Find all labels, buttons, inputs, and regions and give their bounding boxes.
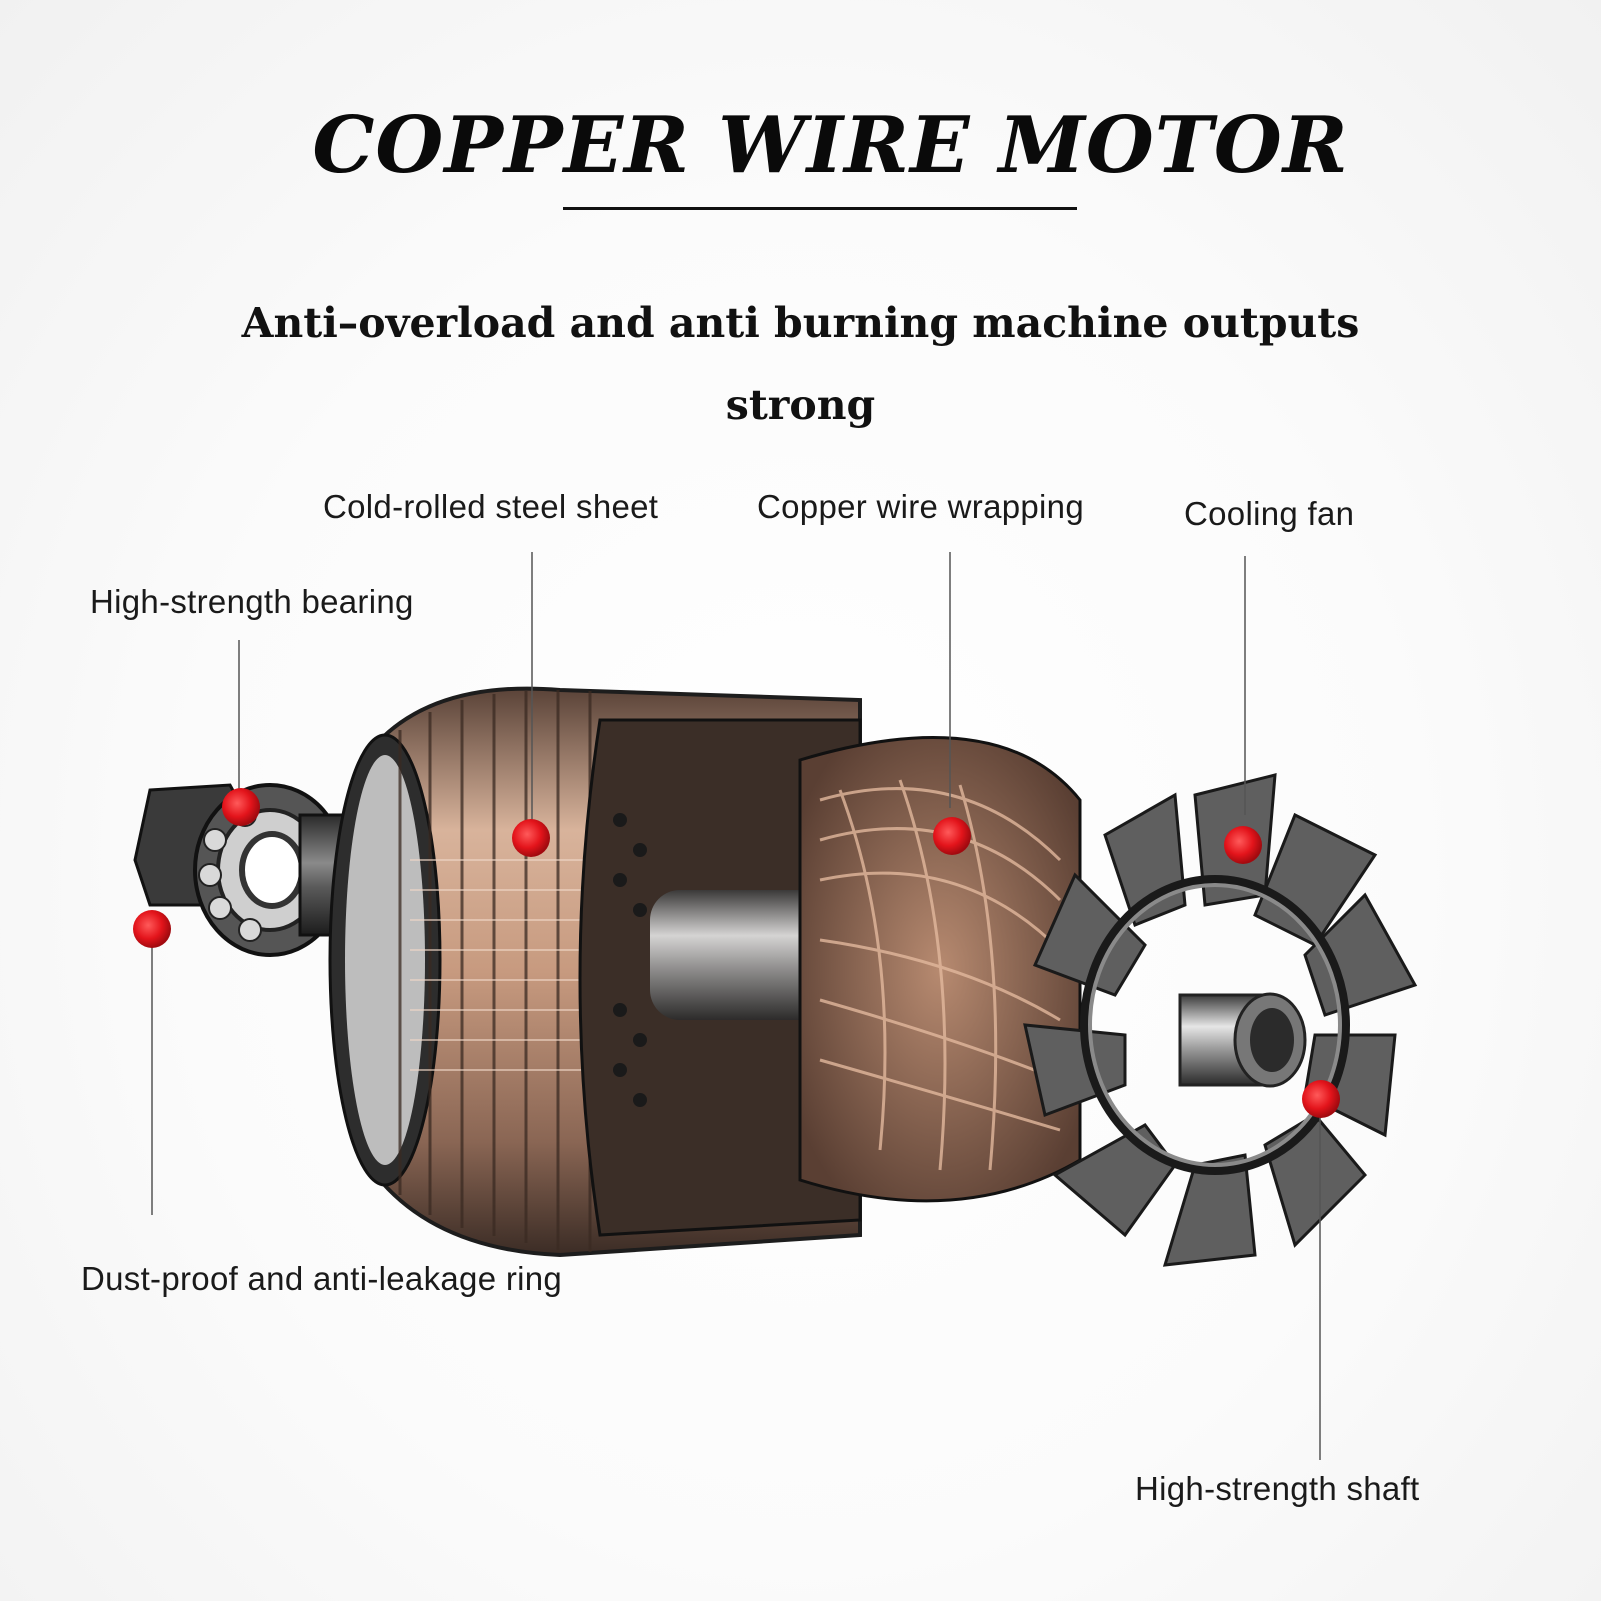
label-dust-proof-ring: Dust-proof and anti-leakage ring: [81, 1260, 563, 1297]
label-high-strength-shaft: High-strength shaft: [1135, 1470, 1420, 1507]
page-title: COPPER WIRE MOTOR: [312, 100, 1349, 191]
copper-windings: [798, 736, 1082, 1203]
marker-dust-ring: [133, 910, 171, 948]
page-subtitle: Anti–overload and anti burning machine o…: [241, 299, 1360, 429]
title-underline: [563, 207, 1077, 210]
marker-cold-rolled: [512, 819, 550, 857]
label-cold-rolled-steel-sheet: Cold-rolled steel sheet: [323, 488, 659, 525]
label-copper-wire-wrapping: Copper wire wrapping: [757, 488, 1084, 525]
leader-lines: [151, 552, 1321, 1460]
marker-bearing: [222, 788, 260, 826]
label-cooling-fan: Cooling fan: [1184, 495, 1355, 532]
callout-markers: [133, 788, 1340, 1118]
marker-copper-wire: [933, 817, 971, 855]
motor-shaft: [1178, 992, 1307, 1088]
marker-cooling-fan: [1224, 826, 1262, 864]
marker-shaft: [1302, 1080, 1340, 1118]
label-high-strength-bearing: High-strength bearing: [90, 583, 414, 620]
